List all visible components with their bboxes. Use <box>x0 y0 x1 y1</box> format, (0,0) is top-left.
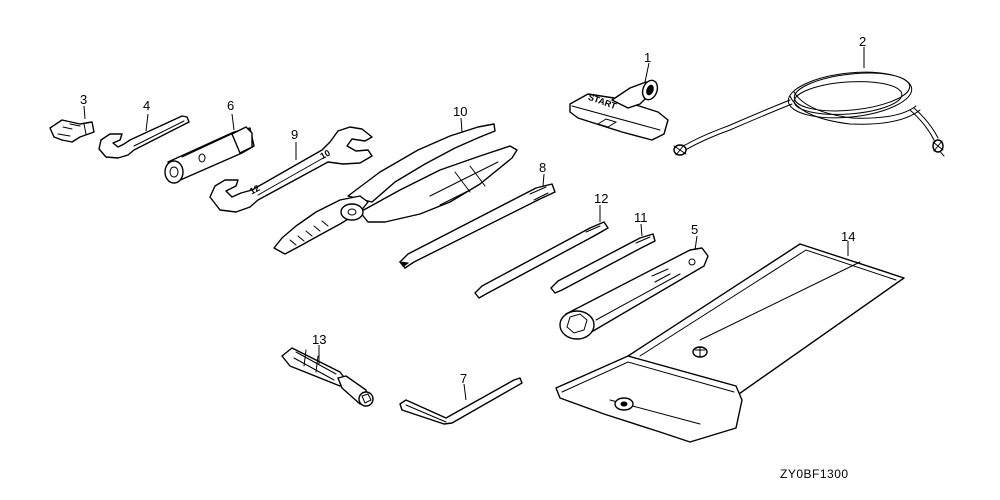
part-14-tool-bag <box>555 243 905 443</box>
part-5-plug-wrench <box>559 247 709 340</box>
callout-8: 8 <box>539 160 546 175</box>
callout-11: 11 <box>634 210 648 225</box>
part-11-screwdriver-blade <box>550 233 656 294</box>
callout-10: 10 <box>453 104 467 119</box>
part-9-double-wrench: 12 10 <box>209 126 373 213</box>
part-1-start-handle: START <box>569 79 669 141</box>
part-3-clip <box>49 119 95 143</box>
callout-1: 1 <box>644 50 651 65</box>
part-2-starter-rope <box>673 71 945 157</box>
part-4-wrench <box>98 115 190 159</box>
callout-2: 2 <box>859 34 866 49</box>
callout-3: 3 <box>80 92 87 107</box>
callout-7: 7 <box>460 371 467 386</box>
callout-4: 4 <box>143 98 150 113</box>
diagram-code: ZY0BF1300 <box>780 467 849 481</box>
part-10-pliers <box>273 123 518 255</box>
part-12-screwdriver-blade <box>474 221 609 299</box>
callout-5: 5 <box>691 222 698 237</box>
svg-text:10: 10 <box>318 148 332 162</box>
part-8-screwdriver-blade <box>398 183 556 269</box>
part-6-socket-wrench <box>164 126 255 184</box>
callout-12: 12 <box>594 191 608 206</box>
callout-14: 14 <box>841 229 855 244</box>
part-13-screwdriver-handle <box>281 347 374 407</box>
callout-9: 9 <box>291 127 298 142</box>
callout-13: 13 <box>312 332 326 347</box>
part-7-hex-key <box>399 377 523 425</box>
callout-6: 6 <box>227 98 234 113</box>
svg-text:12: 12 <box>248 183 262 197</box>
